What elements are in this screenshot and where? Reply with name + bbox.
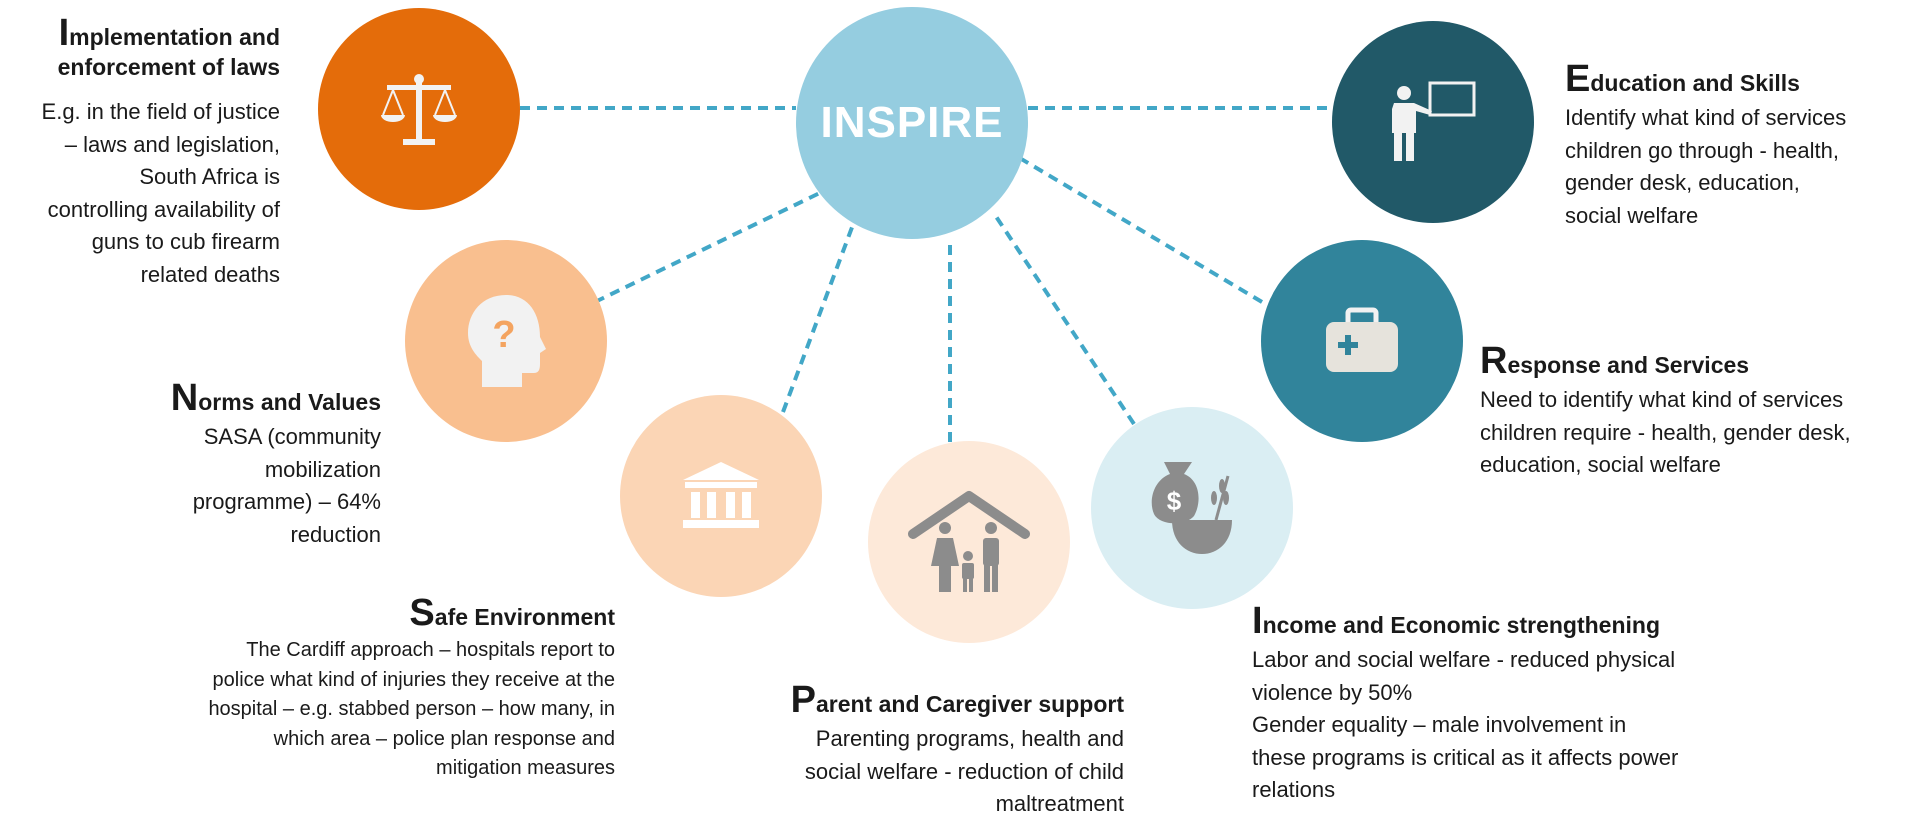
initial-income: I (1252, 600, 1263, 642)
node-parent (868, 441, 1070, 643)
block-implementation: Implementation and enforcement of laws E… (0, 14, 280, 291)
connector-line (781, 221, 856, 413)
title-rest-parent: arent and Caregiver support (815, 691, 1124, 717)
teacher-board-icon (1392, 81, 1476, 161)
initial-norms: N (170, 377, 199, 419)
body-income: Labor and social welfare - reduced physi… (1252, 647, 1679, 802)
title-response: Response and Services (1480, 342, 1905, 380)
title-norms: Norms and Values (81, 379, 381, 417)
block-response: Response and Services Need to identify w… (1480, 342, 1905, 482)
family-house-icon (908, 491, 1030, 592)
title-education: Education and Skills (1565, 60, 1905, 98)
node-norms: ? (405, 240, 607, 442)
initial-parent: P (790, 679, 816, 721)
title-rest-implementation: mplementation and enforcement of laws (57, 24, 280, 80)
title-parent: Parent and Caregiver support (704, 681, 1124, 719)
svg-text:$: $ (1167, 486, 1182, 516)
connector-line (1016, 155, 1264, 304)
body-response: Need to identify what kind of services c… (1480, 387, 1851, 477)
node-implementation (318, 8, 520, 210)
title-income: Income and Economic strengthening (1252, 602, 1772, 640)
block-norms: Norms and Values SASA (community mobiliz… (81, 379, 381, 551)
svg-text:?: ? (492, 314, 515, 356)
initial-education: E (1565, 58, 1591, 100)
hub-circle: INSPIRE (796, 7, 1028, 239)
title-implementation: Implementation and enforcement of laws (0, 14, 280, 82)
body-parent: Parenting programs, health and social we… (804, 726, 1124, 816)
block-education: Education and Skills Identify what kind … (1565, 60, 1905, 232)
block-income: Income and Economic strengthening Labor … (1252, 602, 1772, 807)
initial-safe: S (409, 592, 435, 634)
title-rest-safe: afe Environment (434, 604, 615, 630)
money-bag-food-icon: $ (1151, 462, 1232, 554)
initial-response: R (1480, 340, 1508, 382)
title-rest-income: ncome and Economic strengthening (1262, 612, 1660, 638)
block-safe: Safe Environment The Cardiff approach – … (95, 594, 615, 784)
body-norms: SASA (community mobilization programme) … (192, 424, 381, 547)
connector-line (594, 186, 831, 304)
scales-of-justice-icon (381, 74, 457, 145)
title-rest-response: esponse and Services (1507, 352, 1750, 378)
node-income: $ (1091, 407, 1293, 609)
node-education (1332, 21, 1534, 223)
medical-kit-icon (1326, 307, 1398, 372)
initial-implementation: I (58, 12, 70, 54)
title-safe: Safe Environment (95, 594, 615, 632)
body-implementation: E.g. in the field of justice – laws and … (41, 99, 280, 287)
hub-label: INSPIRE (820, 98, 1004, 147)
body-safe: The Cardiff approach – hospitals report … (208, 639, 615, 779)
title-rest-norms: orms and Values (198, 389, 381, 415)
body-education: Identify what kind of services children … (1565, 105, 1847, 228)
head-question-icon: ? (468, 295, 546, 387)
institution-building-icon (683, 462, 759, 528)
node-response (1261, 240, 1463, 442)
connector-line (991, 210, 1136, 426)
node-safe (620, 395, 822, 597)
title-rest-education: ducation and Skills (1590, 70, 1800, 96)
block-parent: Parent and Caregiver support Parenting p… (704, 681, 1124, 821)
